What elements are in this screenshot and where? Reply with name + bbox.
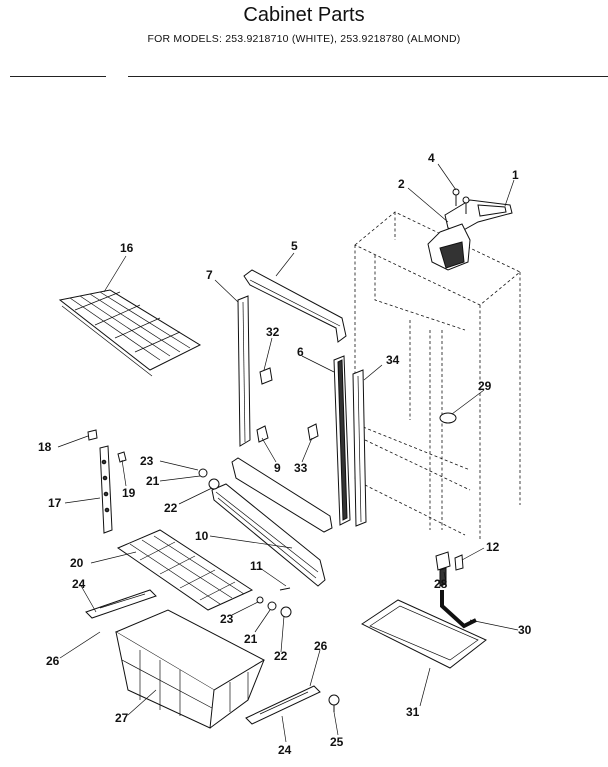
- callout-19: 19: [122, 486, 136, 500]
- callout-7: 7: [206, 268, 213, 282]
- cabinet-outline: [354, 211, 521, 540]
- callout-22a: 22: [164, 501, 178, 515]
- callout-5: 5: [291, 239, 298, 253]
- callout-labels: 1 2 4 5 6 7 9 10 11 12 16 17 18 19 20 21…: [38, 151, 532, 757]
- model-subtitle: FOR MODELS: 253.9218710 (WHITE), 253.921…: [147, 33, 461, 45]
- callout-18: 18: [38, 440, 52, 454]
- door-liner-left: [237, 295, 251, 447]
- door-frame-bottom: [211, 457, 333, 587]
- callout-21a: 21: [146, 474, 160, 488]
- callout-30: 30: [518, 623, 532, 637]
- wire-basket: [114, 609, 266, 729]
- header-rule-right: [128, 76, 608, 77]
- callout-27: 27: [115, 711, 129, 725]
- callout-1: 1: [512, 168, 519, 182]
- callout-23a: 23: [140, 454, 154, 468]
- callout-20: 20: [70, 556, 84, 570]
- callout-34: 34: [386, 353, 400, 367]
- callout-11: 11: [250, 559, 263, 573]
- callout-4: 4: [428, 151, 435, 165]
- basket-rails: [85, 589, 321, 725]
- callout-16: 16: [120, 241, 134, 255]
- callout-33: 33: [294, 461, 308, 475]
- hinge-assembly: [427, 188, 513, 271]
- callout-21b: 21: [244, 632, 258, 646]
- callout-12: 12: [486, 540, 500, 554]
- drain-plug: [328, 694, 340, 712]
- door-clips: [256, 367, 319, 443]
- shelf-rail: [87, 429, 127, 534]
- header-rule-left: [10, 76, 106, 77]
- callout-26b: 26: [314, 639, 328, 653]
- callout-2: 2: [398, 177, 405, 191]
- callout-6: 6: [297, 345, 304, 359]
- callout-22b: 22: [274, 649, 288, 663]
- callout-31: 31: [406, 705, 420, 719]
- door-gasket-strips: [333, 355, 367, 527]
- callout-9: 9: [274, 461, 281, 475]
- callout-29: 29: [478, 379, 492, 393]
- callout-23b: 23: [220, 612, 234, 626]
- callout-25: 25: [330, 735, 344, 749]
- callout-32: 32: [266, 325, 280, 339]
- callout-26a: 26: [46, 654, 60, 668]
- page-title: Cabinet Parts: [243, 4, 365, 26]
- fasteners: [198, 468, 292, 618]
- wire-shelf-lower: [116, 529, 254, 611]
- callout-17: 17: [48, 496, 62, 510]
- callout-24a: 24: [72, 577, 86, 591]
- callout-28: 28: [434, 577, 448, 591]
- callout-24b: 24: [278, 743, 292, 757]
- leveling-parts: [435, 412, 464, 587]
- callout-10: 10: [195, 529, 209, 543]
- door-frame-top: [243, 269, 347, 343]
- drain-tube: [440, 590, 477, 629]
- drain-pan: [361, 599, 487, 669]
- wire-shelf-upper: [58, 289, 202, 377]
- leader-lines: [57, 163, 519, 743]
